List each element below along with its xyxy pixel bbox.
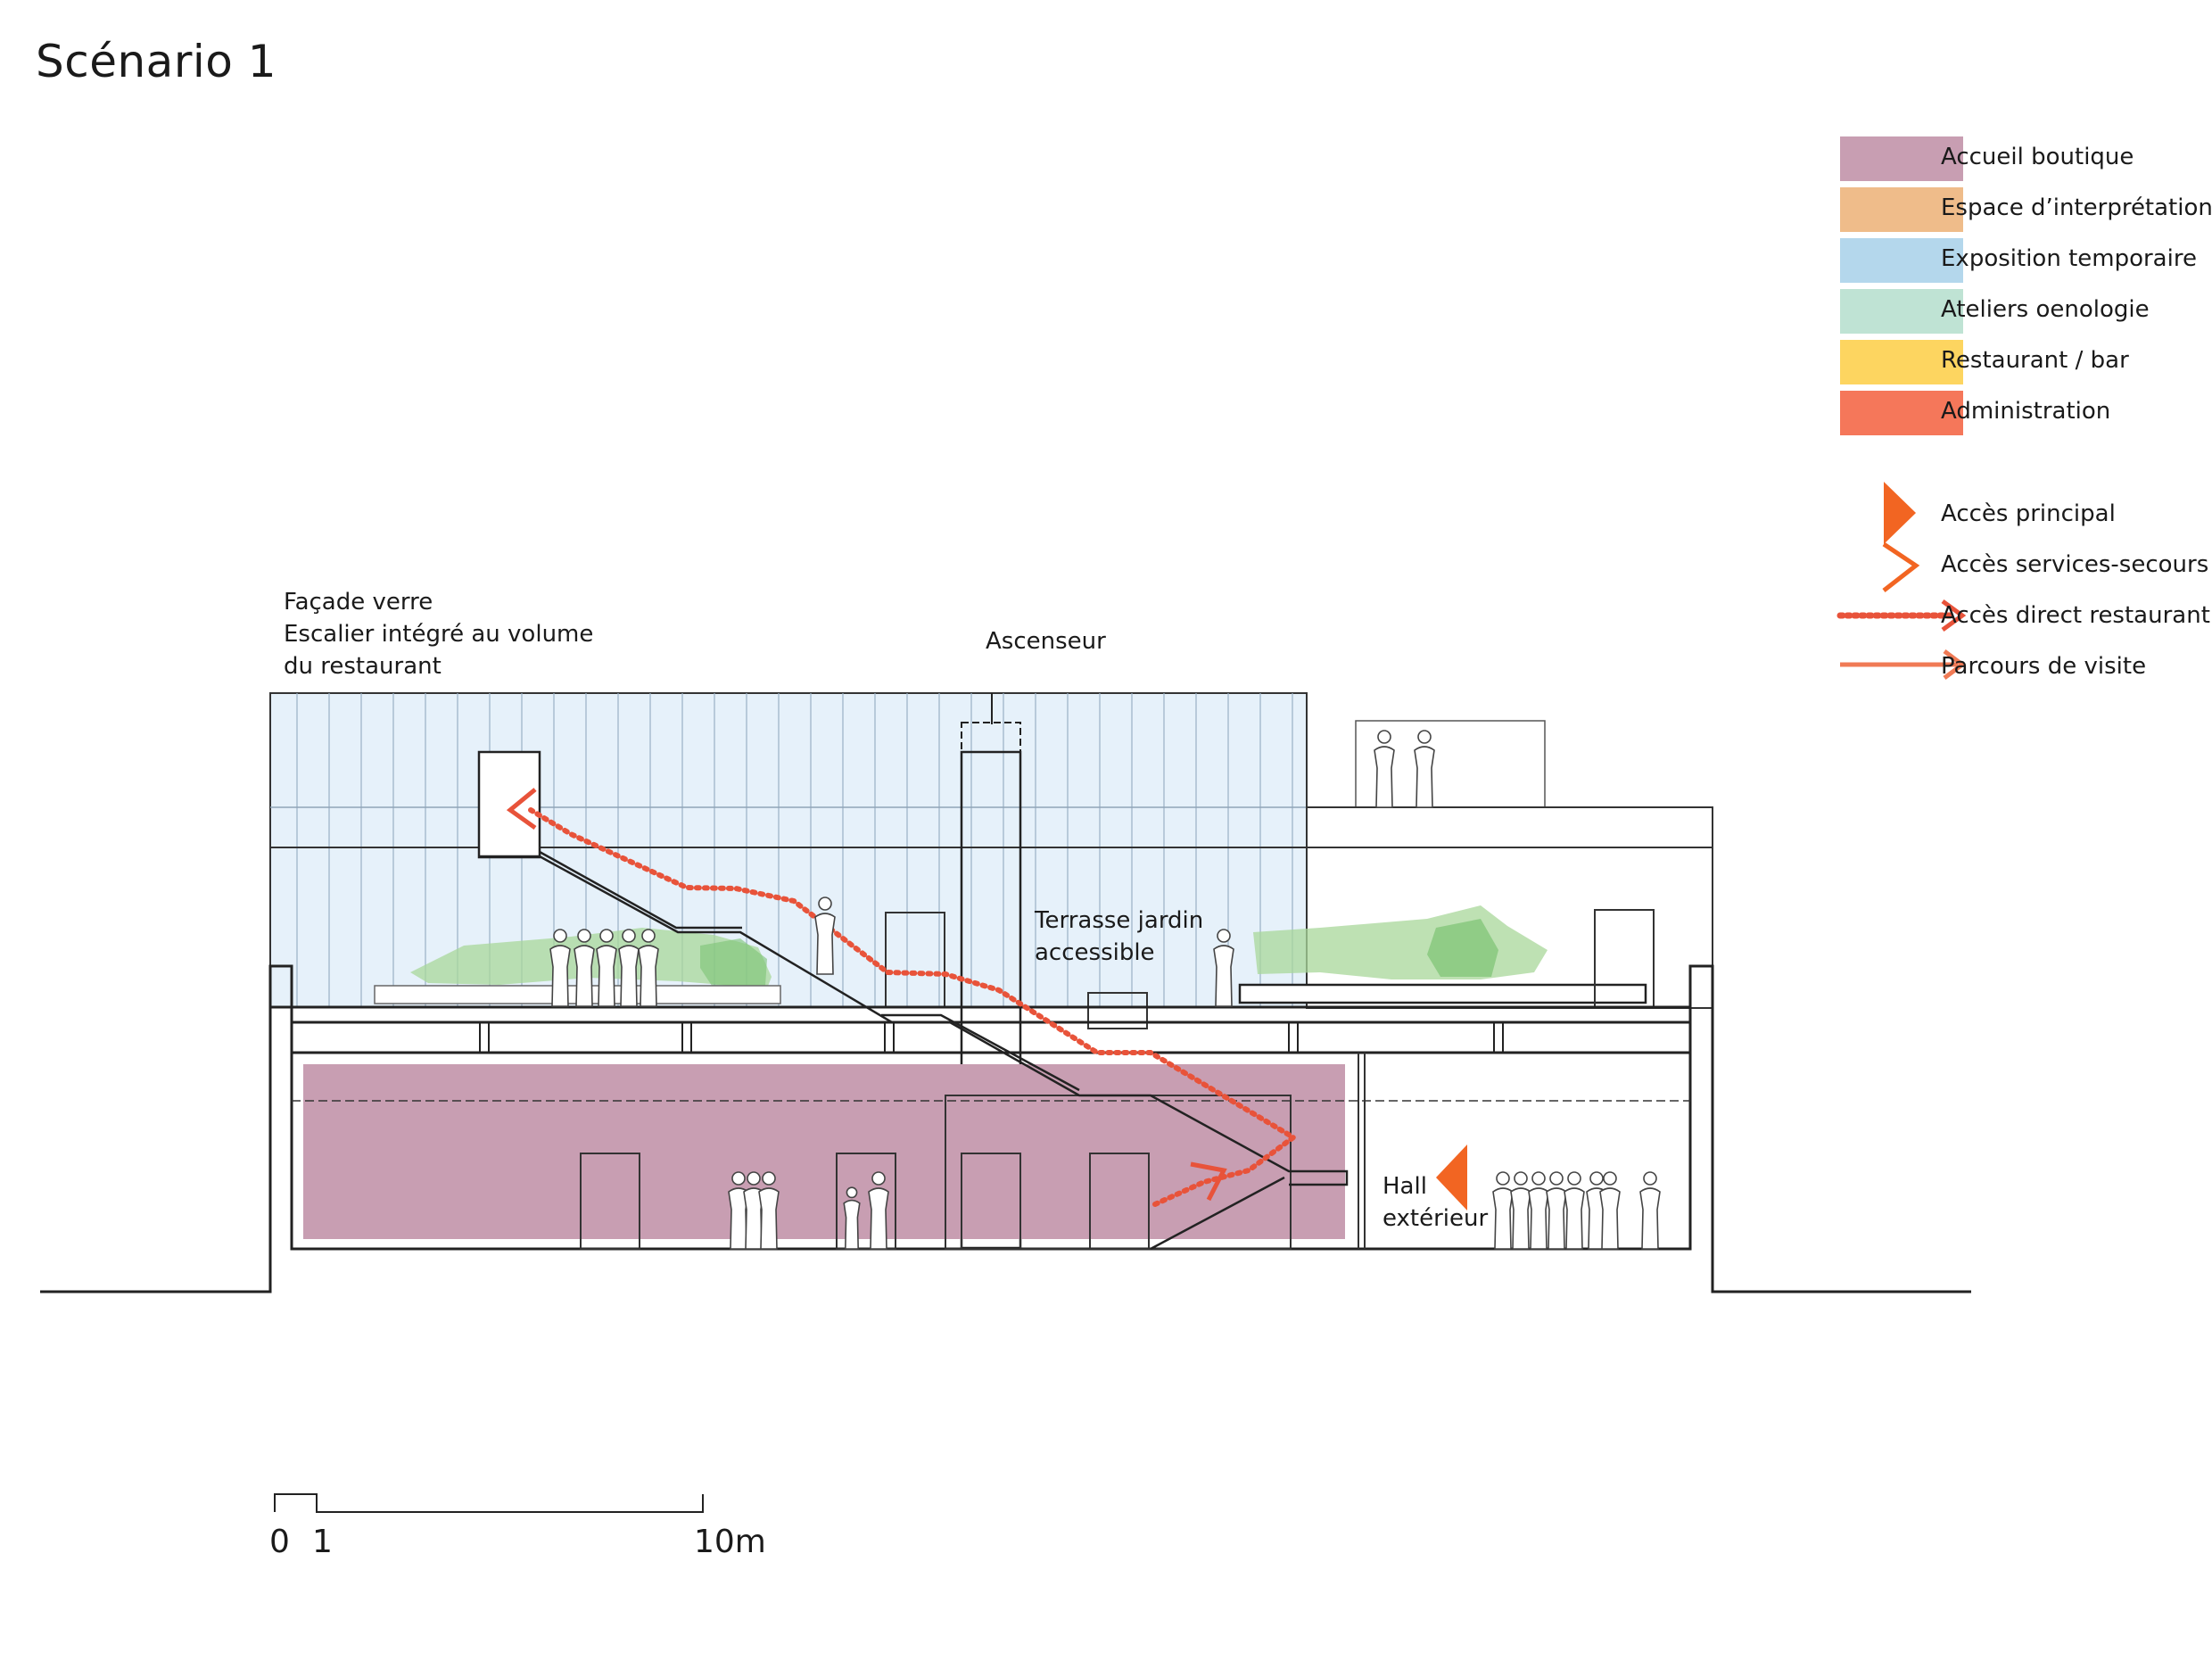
legend-label-administration: Administration [1941, 398, 2110, 425]
people-silhouettes [549, 730, 1661, 1250]
scale-label-one: 1 [312, 1524, 333, 1560]
planting-left-dark [700, 938, 767, 988]
person-head [1217, 929, 1231, 943]
facade-note-line3: du restaurant [284, 653, 442, 680]
person-silhouette [868, 1187, 889, 1250]
person-silhouette [1213, 945, 1234, 1007]
person-head [1531, 1171, 1546, 1186]
roof-parapet [1306, 806, 1713, 849]
person-head [1643, 1171, 1657, 1186]
hall-label-line1: Hall [1382, 1173, 1427, 1200]
route-start-arrow [1190, 1161, 1227, 1202]
person-head [1589, 1171, 1604, 1186]
elevator-overrun [961, 722, 1021, 753]
person-head [1549, 1171, 1564, 1186]
legend-label-service-access: Accès services-secours [1941, 551, 2208, 578]
person-silhouette [1639, 1187, 1661, 1250]
person-head [577, 929, 591, 943]
restaurant-route-arrowhead [506, 788, 537, 830]
legend-swatch-restaurant [1840, 340, 1963, 384]
person-silhouette [1414, 746, 1435, 808]
facade-note-line1: Façade verre [284, 589, 433, 616]
solid-arrow-icon [1840, 649, 1967, 680]
person-head [731, 1171, 746, 1186]
person-silhouette [1492, 1187, 1514, 1250]
person-head [553, 929, 567, 943]
person-silhouette [549, 945, 571, 1007]
person-head [641, 929, 656, 943]
ground-line [40, 964, 1971, 1293]
person-head [1496, 1171, 1510, 1186]
legend-swatch-administration [1840, 391, 1963, 435]
terrace-label-line2: accessible [1035, 939, 1155, 966]
legend-label-main-access: Accès principal [1941, 500, 2116, 527]
scale-bar: 0 1 10m [269, 1493, 766, 1560]
person-head [599, 929, 614, 943]
accueil-boutique-zone [303, 1064, 1345, 1239]
legend-label-interpretation: Espace d’interprétation [1941, 194, 2212, 221]
person-silhouette [638, 945, 659, 1007]
person-silhouette [596, 945, 617, 1007]
main-access-flag-icon [1884, 482, 1916, 544]
planter-right [1238, 983, 1647, 1004]
person-head [818, 897, 832, 911]
legend-label-accueil: Accueil boutique [1941, 144, 2134, 170]
scale-label-ten: 10m [694, 1524, 766, 1560]
legend-label-restaurant-access: Accès direct restaurant [1941, 602, 2210, 629]
person-silhouette [814, 913, 836, 975]
hall-main-access-icon [1436, 1145, 1467, 1211]
person-silhouette [1564, 1187, 1585, 1250]
person-silhouette [618, 945, 640, 1007]
legend-swatch-exposition [1840, 238, 1963, 283]
person-silhouette [1510, 1187, 1531, 1250]
hall-label-line2: extérieur [1382, 1205, 1489, 1232]
restaurant-route-dotted [528, 807, 1299, 1207]
person-silhouette [1546, 1187, 1567, 1250]
person-head [1377, 730, 1391, 744]
facade-note-line2: Escalier intégré au volume [284, 621, 593, 648]
slab-posts [479, 1021, 1504, 1054]
legend-swatch-ateliers [1840, 289, 1963, 334]
legend: Accueil boutique Espace d’interprétation… [1836, 136, 2212, 680]
glass-facade-volume [269, 692, 1308, 1008]
person-head [846, 1186, 858, 1199]
person-head [1603, 1171, 1617, 1186]
person-silhouette [758, 1187, 780, 1250]
person-silhouette [1528, 1187, 1549, 1250]
scale-label-zero: 0 [269, 1524, 290, 1560]
planting-right-dark [1427, 919, 1498, 977]
person-head [747, 1171, 761, 1186]
stair-landing-top [477, 750, 541, 859]
person-silhouette [574, 945, 595, 1007]
legend-label-exposition: Exposition temporaire [1941, 245, 2197, 272]
terrace-label-line1: Terrasse jardin [1034, 907, 1203, 934]
person-head [762, 1171, 776, 1186]
legend-label-restaurant: Restaurant / bar [1941, 347, 2129, 374]
legend-label-visit-route: Parcours de visite [1941, 653, 2146, 680]
legend-swatch-accueil [1840, 136, 1963, 181]
dotted-arrow-icon [1836, 599, 1967, 632]
person-head [1514, 1171, 1528, 1186]
page-title: Scénario 1 [36, 36, 277, 87]
legend-swatch-interpretation [1840, 187, 1963, 232]
person-silhouette [1599, 1187, 1621, 1250]
mid-floor-slab [290, 1021, 1692, 1054]
person-head [871, 1171, 886, 1186]
elevator-label: Ascenseur [986, 628, 1106, 655]
building-section [40, 692, 1971, 1293]
staircase [479, 850, 1349, 1251]
service-access-chevron-icon [1882, 541, 1920, 592]
person-silhouette [1374, 746, 1395, 808]
person-head [1567, 1171, 1581, 1186]
person-head [622, 929, 636, 943]
person-silhouette [843, 1199, 861, 1250]
person-head [1417, 730, 1432, 744]
legend-label-ateliers: Ateliers oenologie [1941, 296, 2150, 323]
